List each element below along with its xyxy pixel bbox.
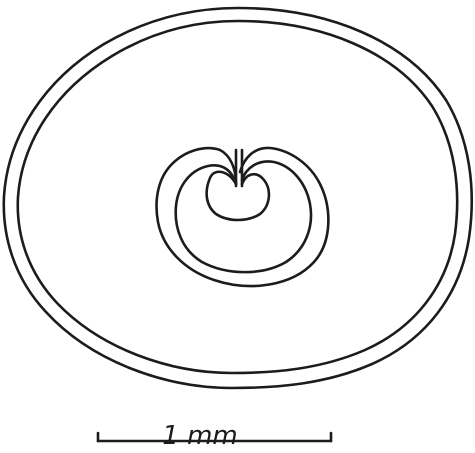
coil-stalk (236, 150, 242, 186)
outer-wall-inner-line (18, 21, 457, 373)
scale-bar: 1 mm (98, 421, 331, 451)
outer-wall-outer-line (4, 8, 472, 388)
central-lumen (207, 172, 269, 220)
inner-coil-inner-loop (176, 161, 311, 272)
scale-bar-label: 1 mm (162, 421, 237, 451)
